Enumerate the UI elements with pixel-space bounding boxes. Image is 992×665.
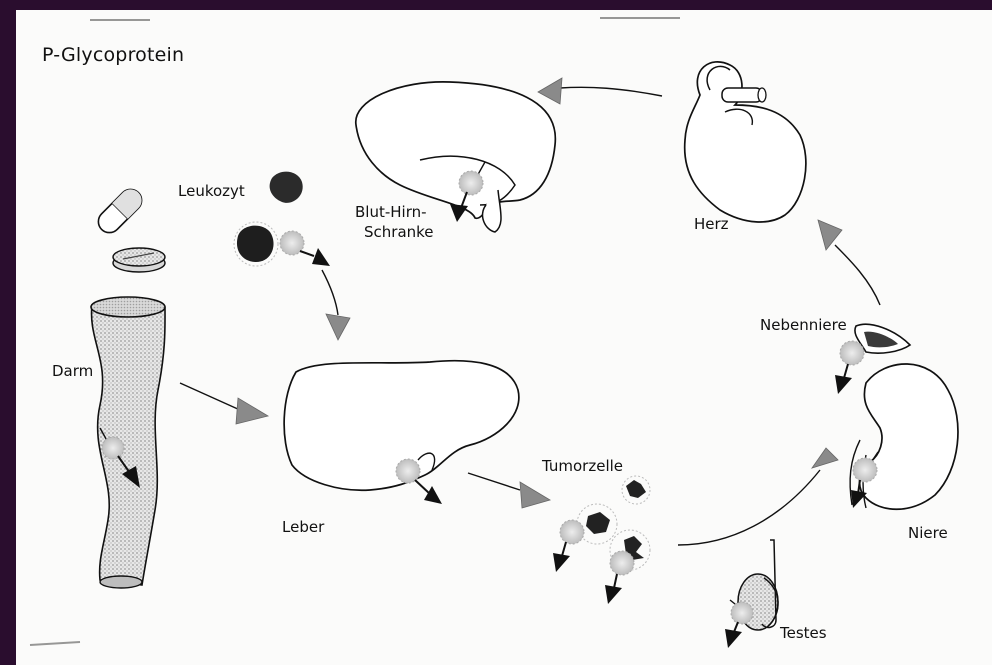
kidney-shape <box>850 364 958 509</box>
arrowhead-to-heart <box>818 220 842 250</box>
intestine-shape <box>91 297 165 588</box>
label-nebenniere: Nebenniere <box>760 316 847 335</box>
adrenal-pgp <box>835 341 864 394</box>
label-herz: Herz <box>694 215 729 234</box>
tumor-cells <box>553 476 650 604</box>
tablet-icon <box>113 248 165 272</box>
label-blut-hirn-line2: Schranke <box>364 223 434 242</box>
arrowhead-to-liver-left <box>236 398 268 424</box>
label-leukozyt: Leukozyt <box>178 182 245 201</box>
label-testes: Testes <box>780 624 827 643</box>
heart-shape <box>685 62 806 222</box>
leukocyte-cells <box>234 172 330 266</box>
label-tumorzelle: Tumorzelle <box>542 457 623 476</box>
arrowhead-to-brain <box>538 78 562 104</box>
diagram-title: P-Glycoprotein <box>42 44 184 66</box>
capsule-icon <box>94 185 146 237</box>
label-darm: Darm <box>52 362 93 381</box>
label-blut-hirn-line1: Blut-Hirn- <box>355 203 427 222</box>
label-leber: Leber <box>282 518 324 537</box>
arrowhead-to-liver-top <box>326 314 350 340</box>
arrowhead-to-tumor <box>520 482 550 508</box>
label-niere: Niere <box>908 524 948 543</box>
arrowhead-to-kidney <box>812 448 838 468</box>
